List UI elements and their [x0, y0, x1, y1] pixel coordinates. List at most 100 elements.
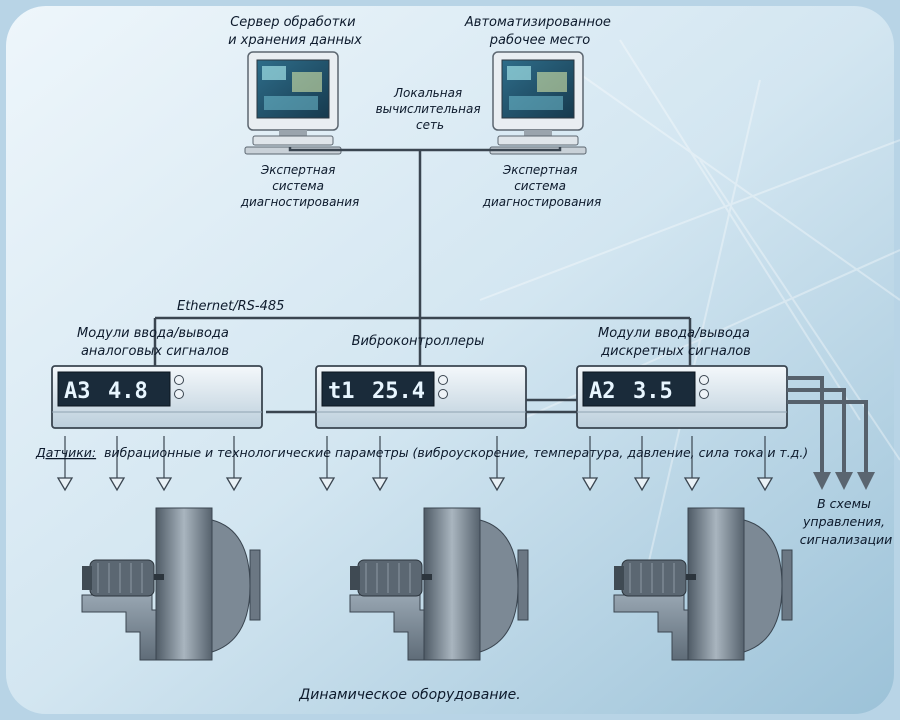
output-line	[787, 376, 824, 474]
computer-base	[497, 135, 579, 146]
workstation-computer	[489, 51, 587, 155]
server-title-line: и хранения данных	[228, 33, 362, 48]
monitor-stand	[279, 130, 307, 136]
module-discrete-label-line: дискретных сигналов	[600, 344, 751, 359]
sensor-marker	[155, 477, 173, 492]
screen-window	[292, 72, 322, 92]
outputs-label-line: В схемы	[817, 496, 871, 511]
server-caption-line: Экспертная	[260, 163, 335, 177]
display-value: 4.8	[108, 379, 148, 404]
fan-flange	[781, 549, 793, 621]
sensor-marker	[581, 477, 599, 492]
sensors-line: Датчики: вибрационные и технологические …	[35, 445, 808, 460]
screen-window	[262, 66, 286, 80]
sensor-marker	[225, 477, 243, 492]
fan-flange	[517, 549, 529, 621]
module-led	[699, 389, 709, 399]
sensor-marker	[108, 477, 126, 492]
output-arrow	[835, 472, 853, 490]
sensor-marker	[633, 477, 651, 492]
lan-label-line: Локальная	[393, 86, 462, 100]
outputs-label-line: сигнализации	[800, 532, 893, 547]
server-caption-line: система	[272, 179, 324, 193]
module-vibro-label: Виброконтроллеры	[352, 334, 485, 349]
fan-housing	[155, 507, 213, 661]
sensor-marker	[488, 477, 506, 492]
module-link-right	[520, 398, 578, 414]
computer-base	[252, 135, 334, 146]
server-title: Сервер обработки и хранения данных	[228, 15, 362, 48]
lan-line	[288, 147, 562, 152]
display-value: 3.5	[633, 379, 673, 404]
module-display	[321, 371, 435, 407]
sensors-title: Датчики:	[35, 445, 96, 460]
motor-shaft	[422, 574, 432, 580]
module-unit: t1 25.4	[315, 365, 527, 429]
module-analog-label-line: Модули ввода/вывода	[77, 326, 229, 341]
server-caption-line: диагностирования	[240, 195, 360, 209]
module-display	[582, 371, 696, 407]
workstation-title-line: Автоматизированное	[464, 15, 611, 30]
output-line	[787, 388, 846, 474]
lan-label: Локальная вычислительная сеть	[376, 86, 485, 132]
screen-window	[537, 72, 567, 92]
server-caption: Экспертная система диагностирования	[240, 163, 360, 209]
sensors-text: вибрационные и технологические параметры…	[104, 445, 808, 460]
sensor-marker	[756, 477, 774, 492]
motor-cap	[82, 566, 92, 590]
module-display	[57, 371, 171, 407]
server-computer	[244, 51, 342, 155]
display-value: 25.4	[372, 379, 425, 404]
control-outputs	[787, 376, 875, 490]
fan-flange	[249, 549, 261, 621]
motor-shaft	[686, 574, 696, 580]
fan-housing	[423, 507, 481, 661]
display-channel: A3	[64, 379, 91, 404]
screen-window	[264, 96, 318, 110]
display-channel: t1	[328, 379, 355, 404]
module-led	[174, 389, 184, 399]
module-discrete-label-line: Модули ввода/вывода	[598, 326, 750, 341]
module-led	[438, 389, 448, 399]
sensor-marker	[56, 477, 74, 492]
output-arrow	[857, 472, 875, 490]
network-lines	[153, 147, 692, 414]
lan-label-line: вычислительная	[376, 102, 481, 116]
monitor-stand	[524, 130, 552, 136]
machine	[81, 507, 261, 661]
lan-label-line: сеть	[416, 118, 444, 132]
module-led	[174, 375, 184, 385]
machines	[81, 507, 793, 661]
motor-cap	[614, 566, 624, 590]
workstation-caption-line: диагностирования	[482, 195, 602, 209]
motor-body	[89, 559, 155, 597]
machine	[613, 507, 793, 661]
module-analog-label-line: аналоговых сигналов	[81, 344, 229, 359]
workstation-caption: Экспертная система диагностирования	[482, 163, 602, 209]
outputs-label: В схемы управления, сигнализации	[800, 496, 893, 547]
module-led	[699, 375, 709, 385]
motor-body	[357, 559, 423, 597]
module-analog-label: Модули ввода/вывода аналоговых сигналов	[77, 326, 233, 359]
screen-window	[507, 66, 531, 80]
machine	[349, 507, 529, 661]
equipment-caption: Динамическое оборудование.	[298, 687, 520, 703]
module-led	[438, 375, 448, 385]
motor-shaft	[154, 574, 164, 580]
module-unit: A3 4.8	[51, 365, 263, 429]
sensor-marker	[318, 477, 336, 492]
sensor-marker	[683, 477, 701, 492]
module-discrete-label: Модули ввода/вывода дискретных сигналов	[598, 326, 754, 359]
sensor-marker	[371, 477, 389, 492]
bus-label: Ethernet/RS-485	[177, 299, 284, 314]
workstation-caption-line: система	[514, 179, 566, 193]
server-title-line: Сервер обработки	[230, 15, 355, 30]
output-line	[787, 400, 868, 474]
workstation-title-line: рабочее место	[489, 33, 591, 48]
output-arrow	[813, 472, 831, 490]
workstation-caption-line: Экспертная	[502, 163, 577, 177]
workstation-title: Автоматизированное рабочее место	[464, 15, 615, 48]
